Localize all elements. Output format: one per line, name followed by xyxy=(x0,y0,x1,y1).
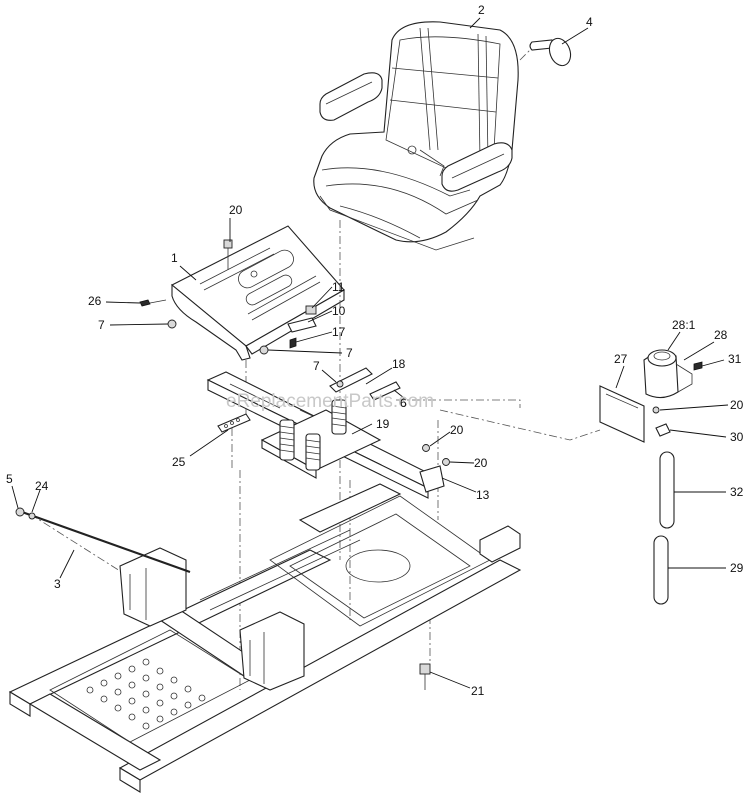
callout-1: 1 xyxy=(171,251,178,265)
spring-right xyxy=(305,433,321,471)
rod-3 xyxy=(15,507,191,574)
callout-29: 29 xyxy=(730,561,744,575)
bolt-20-top xyxy=(223,239,233,270)
callout-32: 32 xyxy=(730,485,744,499)
callout-30: 30 xyxy=(730,430,744,444)
callout-28: 28 xyxy=(714,328,728,342)
callout-17: 17 xyxy=(332,325,346,339)
spring-top xyxy=(331,399,347,435)
callout-11: 11 xyxy=(332,280,345,294)
watermark: eReplacementParts.com xyxy=(226,391,434,412)
knob-7-mid xyxy=(336,380,344,388)
callout-5: 5 xyxy=(6,472,13,486)
chassis-frame xyxy=(8,483,522,793)
manual-tube-assembly xyxy=(599,349,703,605)
callout-10: 10 xyxy=(332,304,346,318)
callout-19: 19 xyxy=(376,417,390,431)
callout-6: 6 xyxy=(400,396,407,410)
knob-7-right xyxy=(259,345,269,355)
callout-18: 18 xyxy=(392,357,406,371)
callout-28-1: 28:1 xyxy=(672,318,696,332)
callout-31: 31 xyxy=(728,352,742,366)
callout-20-top: 20 xyxy=(229,203,243,217)
seat xyxy=(313,21,519,251)
footrest-holes xyxy=(86,658,206,730)
callout-2: 2 xyxy=(478,3,485,17)
callout-7-right: 7 xyxy=(346,346,353,360)
callout-27: 27 xyxy=(614,352,628,366)
bolt-21 xyxy=(419,663,431,690)
seat-plate xyxy=(171,225,345,361)
callout-3: 3 xyxy=(54,577,61,591)
pin-24 xyxy=(28,512,36,520)
callout-7-left: 7 xyxy=(98,318,105,332)
leader-lines xyxy=(11,17,729,689)
fastener-20-b xyxy=(422,444,430,452)
callout-13: 13 xyxy=(476,488,490,502)
callout-25: 25 xyxy=(172,455,186,469)
fastener-26 xyxy=(139,299,167,307)
fastener-20-c xyxy=(442,458,450,466)
callout-20-d: 20 xyxy=(730,398,744,412)
callout-21: 21 xyxy=(471,684,485,698)
callout-4: 4 xyxy=(586,15,593,29)
spring-left xyxy=(279,419,295,461)
callout-labels: 2 4 20 1 26 7 11 10 17 7 7 18 6 19 25 20… xyxy=(6,3,744,698)
seat-suspension xyxy=(206,367,445,499)
fastener-11 xyxy=(305,305,317,315)
callout-20-c: 20 xyxy=(474,456,488,470)
callout-7-mid: 7 xyxy=(313,359,320,373)
clip-5 xyxy=(15,507,25,517)
callout-20-b: 20 xyxy=(450,423,464,437)
seat-knob-part-4 xyxy=(519,37,572,67)
knob-7-left xyxy=(167,319,177,329)
screw-17 xyxy=(289,337,297,349)
callout-24: 24 xyxy=(35,479,49,493)
callout-26: 26 xyxy=(88,294,102,308)
